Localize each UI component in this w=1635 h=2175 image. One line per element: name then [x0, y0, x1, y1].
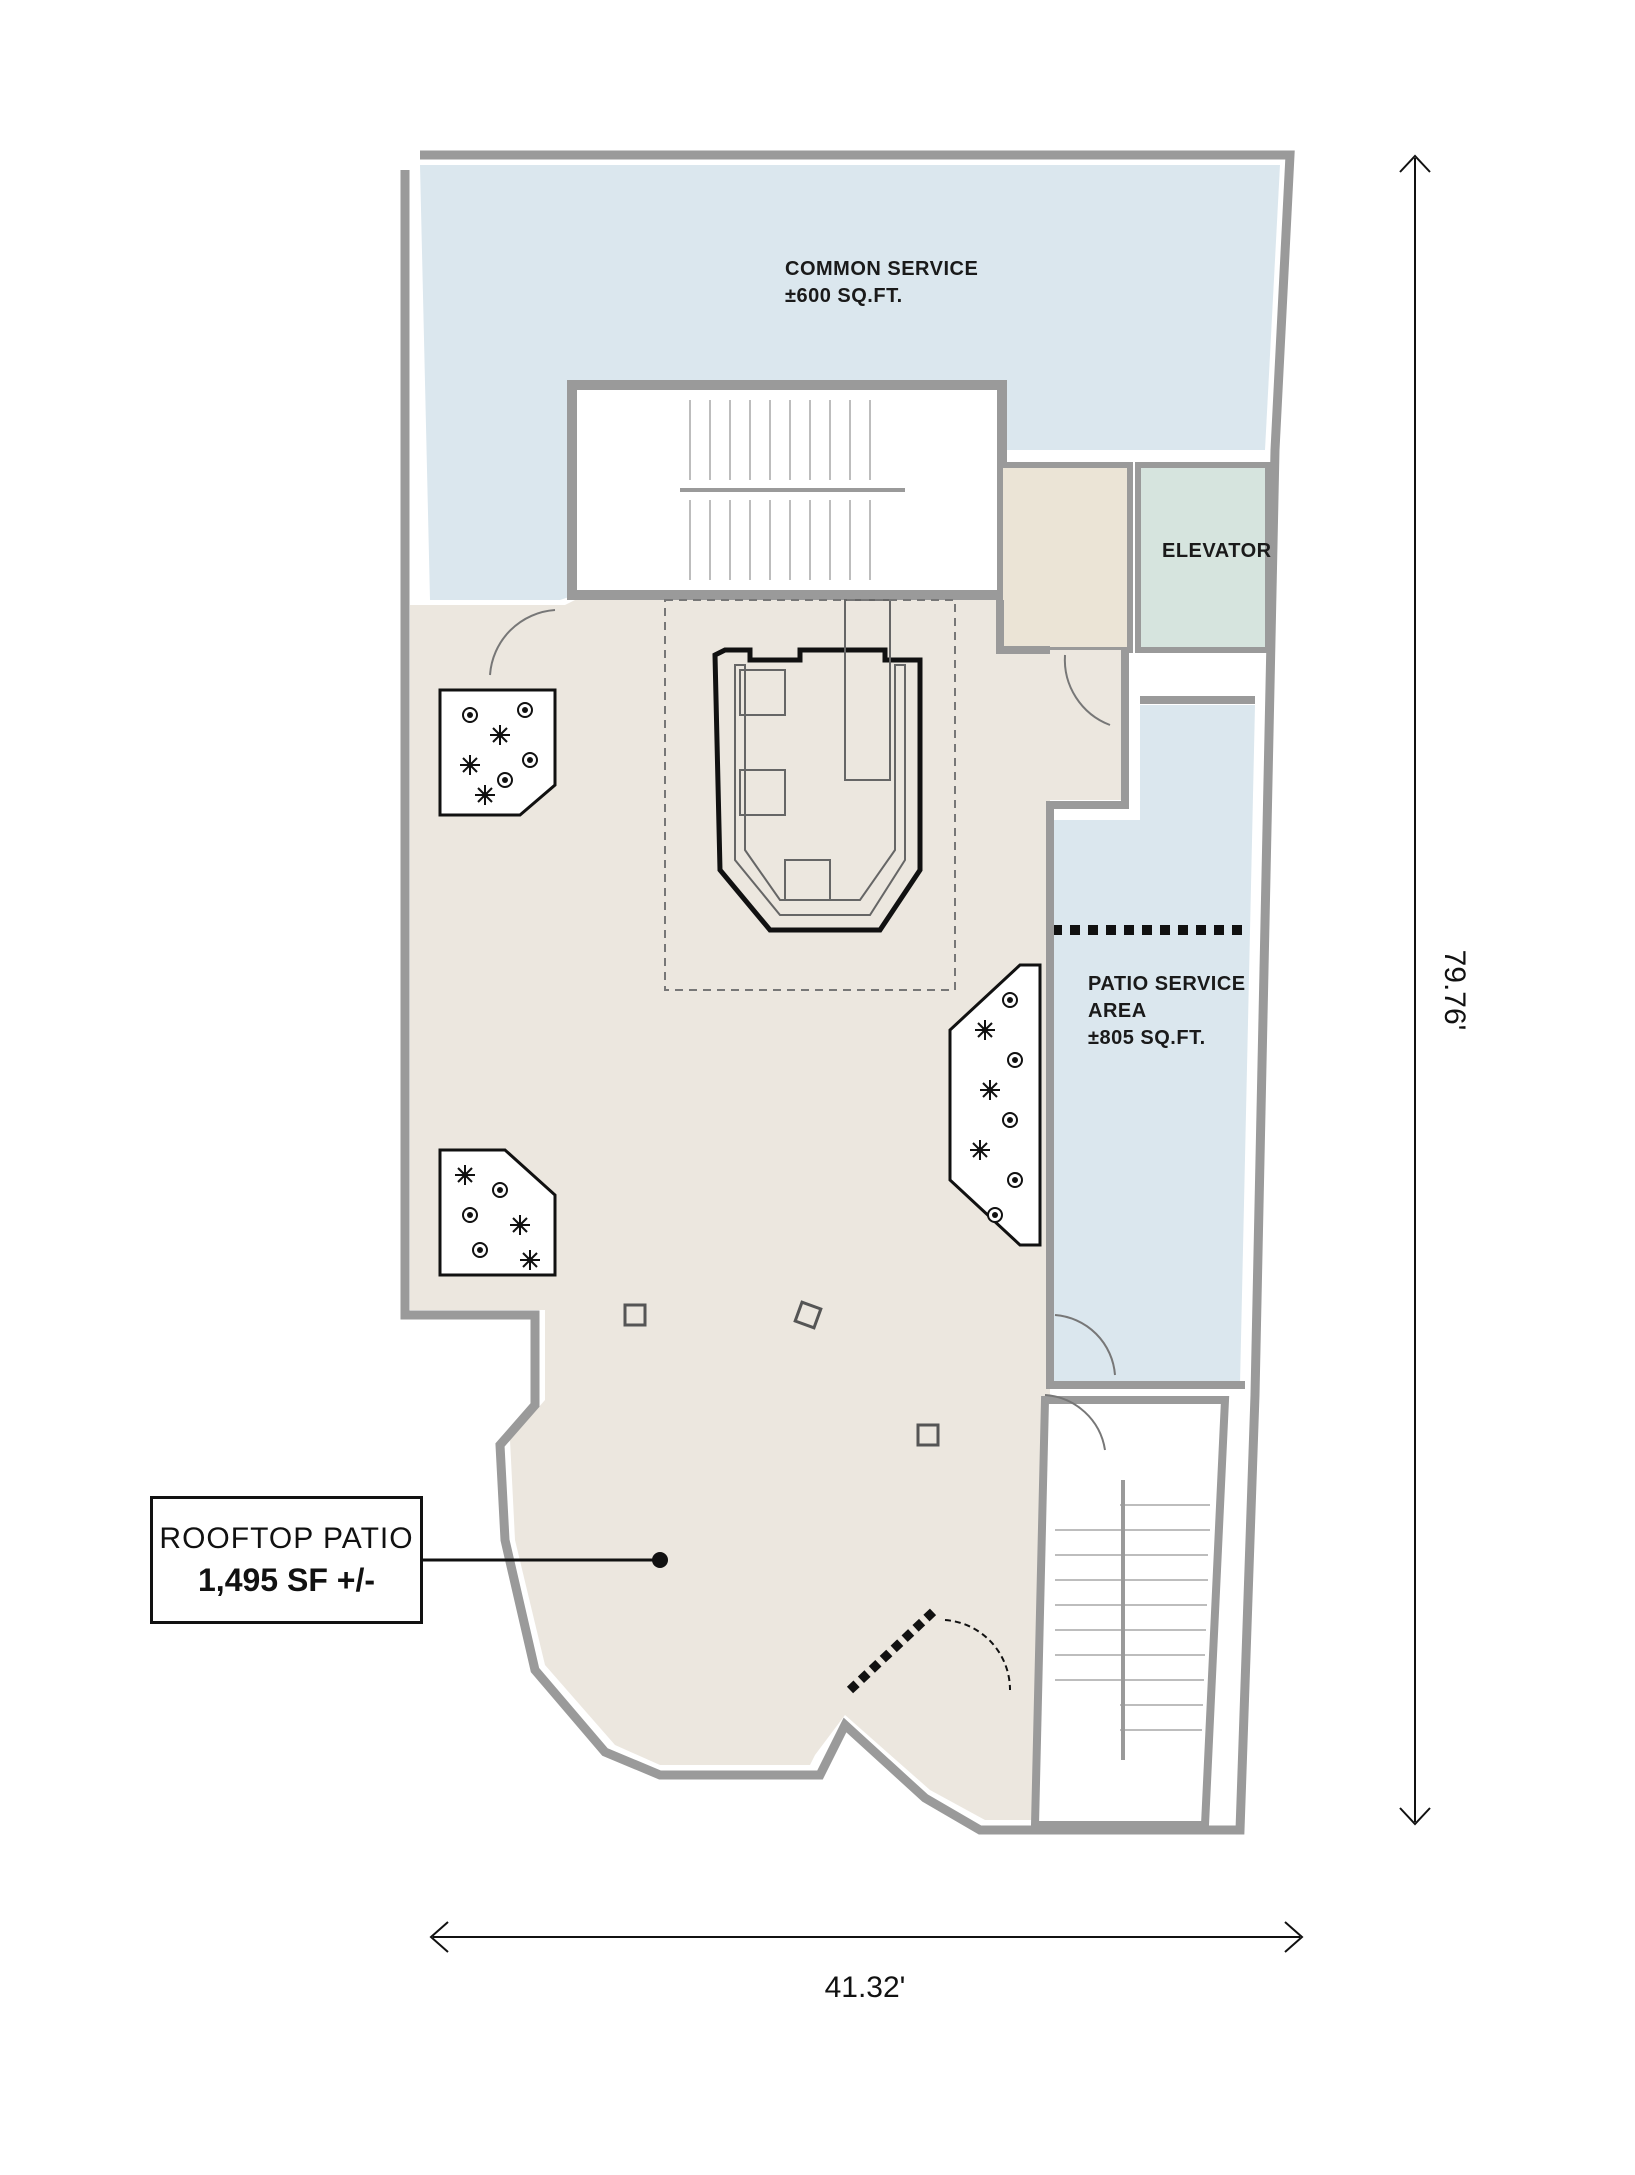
outer-wall	[400, 150, 1295, 1835]
canopy-outline	[664, 599, 956, 991]
lower-stair-treads	[1055, 1504, 1210, 1731]
rooftop-patio-callout: ROOFTOP PATIO 1,495 SF +/-	[150, 1496, 423, 1624]
planter-top-left	[438, 688, 557, 817]
rooftop-patio-area	[410, 600, 1125, 1820]
interior-wall	[996, 600, 1050, 654]
bar-counter-inner	[734, 664, 906, 916]
planter-right	[948, 963, 1042, 1247]
height-dimension-label: 79.76'	[1438, 950, 1471, 1031]
fixture-2	[793, 1300, 823, 1330]
callout-title: ROOFTOP PATIO	[159, 1521, 414, 1555]
fixture-3	[916, 1423, 940, 1447]
callout-area: 1,495 SF +/-	[198, 1561, 375, 1598]
stair-core	[567, 380, 1007, 600]
patio-service-name-2: AREA	[1088, 1000, 1147, 1022]
height-dimension: 79.76'	[1399, 154, 1471, 1826]
door-swing-3	[1054, 1314, 1116, 1376]
door-swing-2	[1063, 654, 1111, 726]
common-service-name: COMMON SERVICE	[785, 258, 978, 280]
patio-service-room	[1050, 705, 1255, 1385]
bar-counter	[712, 647, 923, 933]
interior-wall-service	[1046, 650, 1245, 1389]
patio-service-name-1: PATIO SERVICE	[1088, 973, 1246, 995]
planter-mid-left	[438, 1148, 557, 1277]
width-dimension-label: 41.32'	[825, 1971, 906, 2004]
lower-stair	[1030, 1396, 1230, 1829]
stair-treads	[689, 400, 871, 580]
bar-equipment	[739, 669, 786, 716]
elevator-name: ELEVATOR	[1162, 540, 1272, 562]
bar-equipment-2	[739, 769, 786, 816]
bay-window-screen	[846, 1606, 939, 1694]
width-dimension: 41.32'	[429, 1921, 1304, 2004]
patio-service-area: ±805 SQ.FT.	[1088, 1027, 1206, 1049]
callout-dot	[652, 1552, 668, 1568]
common-service-area: ±600 SQ.FT.	[785, 285, 903, 307]
fixture-1	[623, 1303, 647, 1327]
door-swing-4	[1044, 1394, 1106, 1451]
elevator-lobby	[997, 462, 1133, 653]
elevator-room	[1135, 462, 1271, 653]
door-swing-5	[944, 1619, 1012, 1691]
bar-equipment-4	[784, 859, 831, 901]
door-swing-1	[489, 609, 556, 676]
